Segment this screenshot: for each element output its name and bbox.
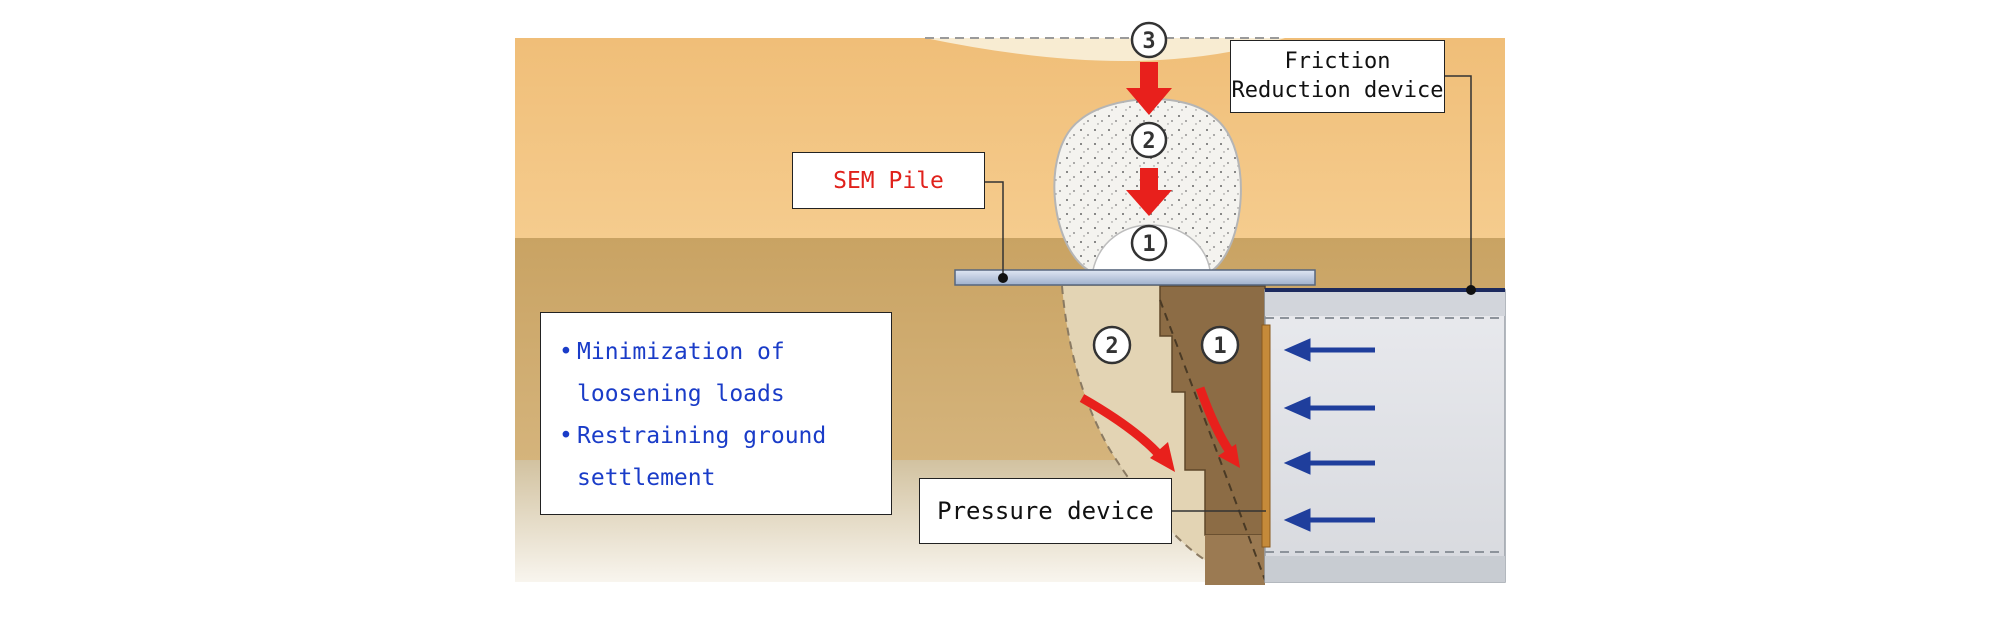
friction-label-line2: Reduction device bbox=[1231, 78, 1444, 103]
marker-one-top: 1 bbox=[1130, 224, 1168, 262]
benefit-item-continuation: loosening loads bbox=[559, 373, 891, 415]
load-arrow-icon bbox=[1126, 62, 1172, 115]
sem-pile-leader-dot bbox=[998, 273, 1008, 283]
bullet: • bbox=[559, 339, 573, 365]
tunnel-box bbox=[1264, 289, 1506, 583]
pile-foot bbox=[1205, 535, 1265, 585]
sem-pile-label-box: SEM Pile bbox=[792, 152, 985, 209]
friction-reduction-label-box: Friction Reduction device bbox=[1230, 40, 1445, 113]
benefit-text: loosening loads bbox=[577, 381, 785, 407]
sem-pile-leader bbox=[985, 181, 1004, 278]
slide-arrows bbox=[1079, 386, 1240, 472]
sem-plate bbox=[954, 269, 1316, 286]
slide-arrow-head bbox=[1150, 442, 1175, 472]
pressure-device-label-box: Pressure device bbox=[919, 478, 1172, 544]
marker-two-side: 2 bbox=[1092, 325, 1132, 365]
benefit-item: •Minimization of bbox=[559, 331, 891, 373]
benefit-item: •Restraining ground bbox=[559, 415, 891, 457]
load-arrows bbox=[1126, 62, 1172, 216]
pressure-arrow-icon bbox=[1283, 451, 1375, 475]
marker-two-side-label: 2 bbox=[1105, 334, 1118, 359]
benefit-text: Minimization of bbox=[577, 339, 785, 365]
marker-two-top-label: 2 bbox=[1142, 129, 1155, 154]
pressure-arrow-icon bbox=[1283, 508, 1375, 532]
bullet: • bbox=[559, 423, 573, 449]
benefits-box: •Minimization of loosening loads •Restra… bbox=[540, 312, 892, 515]
side-loosened-boundary bbox=[1061, 285, 1206, 561]
settlement-trough bbox=[925, 38, 1285, 62]
pressure-arrow-icon bbox=[1283, 338, 1375, 362]
pressure-device-label: Pressure device bbox=[937, 497, 1154, 525]
benefit-item-continuation: settlement bbox=[559, 457, 891, 499]
marker-one-top-label: 1 bbox=[1142, 232, 1155, 257]
tunnel-roof-band bbox=[1265, 290, 1505, 316]
marker-one-side-label: 1 bbox=[1213, 334, 1226, 359]
pile-shear-dashed bbox=[1159, 299, 1266, 581]
slide-arrow-head bbox=[1218, 444, 1240, 468]
marker-two-top: 2 bbox=[1130, 121, 1168, 159]
benefit-text: Restraining ground bbox=[577, 423, 827, 449]
friction-leader-dot bbox=[1466, 285, 1476, 295]
friction-leader bbox=[1445, 75, 1472, 290]
marker-three-label: 3 bbox=[1142, 29, 1155, 54]
tunnel-floor-band bbox=[1265, 556, 1505, 582]
pressure-arrow-icon bbox=[1283, 396, 1375, 420]
load-arrow-icon bbox=[1126, 168, 1172, 216]
marker-three: 3 bbox=[1130, 21, 1168, 59]
sem-pile-label: SEM Pile bbox=[833, 167, 944, 194]
slide-arrow-icon bbox=[1079, 394, 1166, 461]
marker-one-side: 1 bbox=[1200, 325, 1240, 365]
pressure-arrows bbox=[1283, 338, 1375, 532]
pressure-device-strip bbox=[1261, 324, 1271, 548]
slide-arrow-icon bbox=[1195, 386, 1234, 455]
friction-label-line1: Friction bbox=[1284, 49, 1391, 74]
benefit-text: settlement bbox=[577, 465, 716, 491]
